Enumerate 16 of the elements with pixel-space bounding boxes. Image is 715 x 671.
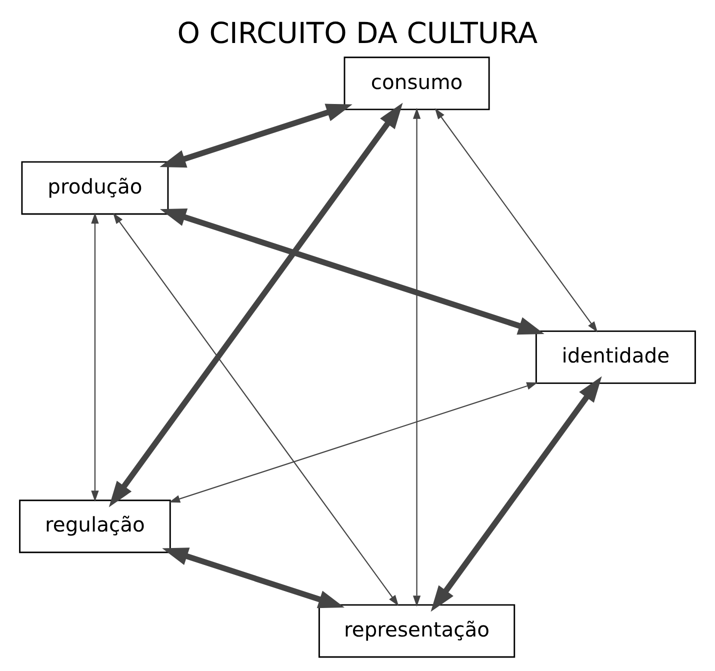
diagram-title: O CIRCUITO DA CULTURA xyxy=(177,16,538,50)
arrow xyxy=(412,108,421,607)
arrow xyxy=(160,104,352,168)
node-box: representação xyxy=(318,604,516,658)
arrow xyxy=(434,108,598,332)
node-box: regulação xyxy=(19,500,171,554)
node-box: consumo xyxy=(344,56,490,110)
arrow xyxy=(169,382,538,503)
arrow xyxy=(108,102,403,508)
arrow xyxy=(91,212,99,502)
arrow xyxy=(113,212,399,606)
arrow xyxy=(160,208,544,335)
node-box: identidade xyxy=(535,330,696,384)
arrow xyxy=(162,548,345,608)
arrow xyxy=(430,376,602,612)
node-box: produção xyxy=(21,161,169,215)
